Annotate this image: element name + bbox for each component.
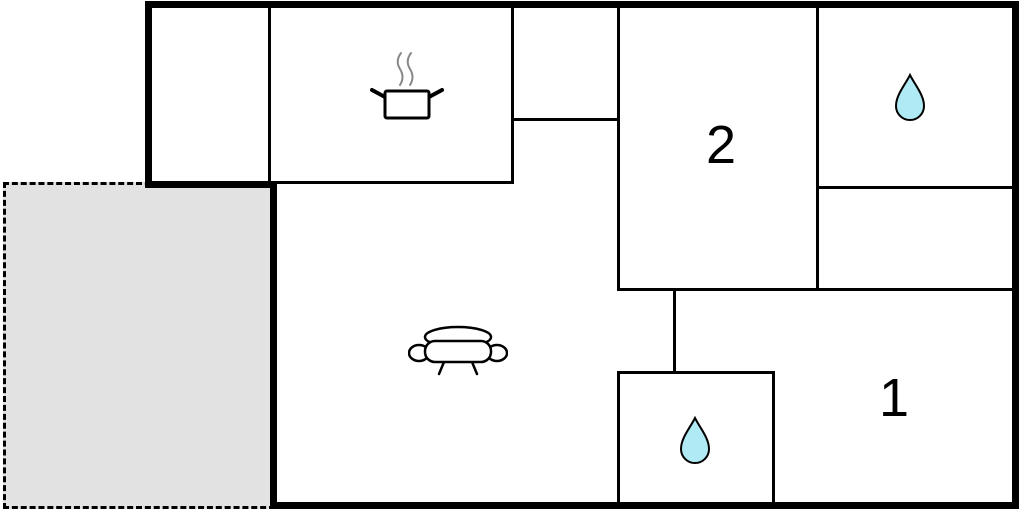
steam-line-icon <box>406 52 414 86</box>
pot-body-icon <box>383 89 431 120</box>
cooking-pot-icon <box>370 52 444 120</box>
sofa-leg-icon <box>470 360 479 376</box>
water-drop-icon <box>679 415 711 464</box>
sofa-icon <box>408 325 508 376</box>
wall-outer-right <box>1012 1 1019 509</box>
wall-outer-left-lower <box>270 181 277 509</box>
room-1-label: 1 <box>878 368 910 428</box>
wall-bathroom-bottom-right <box>772 371 775 502</box>
steam-line-icon <box>396 52 404 86</box>
wall-outer-bottom <box>270 502 1019 509</box>
water-drop-icon <box>894 72 926 121</box>
wall-outer-top <box>145 1 1019 8</box>
wall-passage <box>673 291 676 374</box>
pot-handle-icon <box>370 88 387 99</box>
wall-bedroom2-left <box>617 8 620 291</box>
wall-bathroom-bottom-left <box>617 371 620 502</box>
wall-bathroom-top-bottom <box>816 186 1012 189</box>
wall-bedroom2-bottom <box>617 288 1012 291</box>
sofa-seat-icon <box>423 339 493 364</box>
wall-outer-left-upper <box>145 1 152 188</box>
wall-hallway-stub <box>511 118 620 121</box>
wall-entry-kitchen <box>268 8 271 181</box>
terrace-area <box>3 182 275 509</box>
wall-kitchen-right <box>511 8 514 184</box>
wall-bathroom-bottom-top <box>617 371 775 374</box>
room-entry <box>152 8 268 181</box>
wall-bedroom2-right <box>816 8 819 291</box>
pot-handle-icon <box>427 88 444 99</box>
wall-terrace-top <box>145 181 277 188</box>
wall-kitchen-bottom <box>271 181 514 184</box>
water-drop-shape <box>894 72 926 121</box>
room-2-label: 2 <box>705 115 737 175</box>
water-drop-shape <box>679 415 711 464</box>
sofa-leg-icon <box>437 360 446 376</box>
